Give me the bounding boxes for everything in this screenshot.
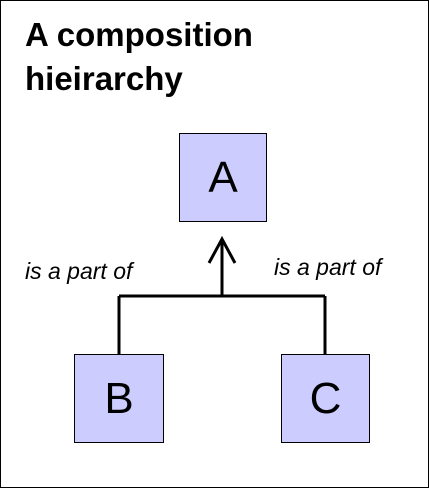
node-b: B: [74, 354, 164, 443]
node-c: C: [281, 354, 370, 443]
diagram-title: A composition hieirarchy: [25, 16, 253, 97]
relation-label-right: is a part of: [274, 254, 382, 280]
arrowhead-icon: [207, 235, 237, 264]
node-b-label: B: [104, 373, 134, 423]
node-c-label: C: [309, 373, 342, 423]
node-a: A: [179, 133, 267, 222]
node-a-label: A: [208, 152, 238, 202]
relation-label-left: is a part of: [25, 258, 133, 284]
